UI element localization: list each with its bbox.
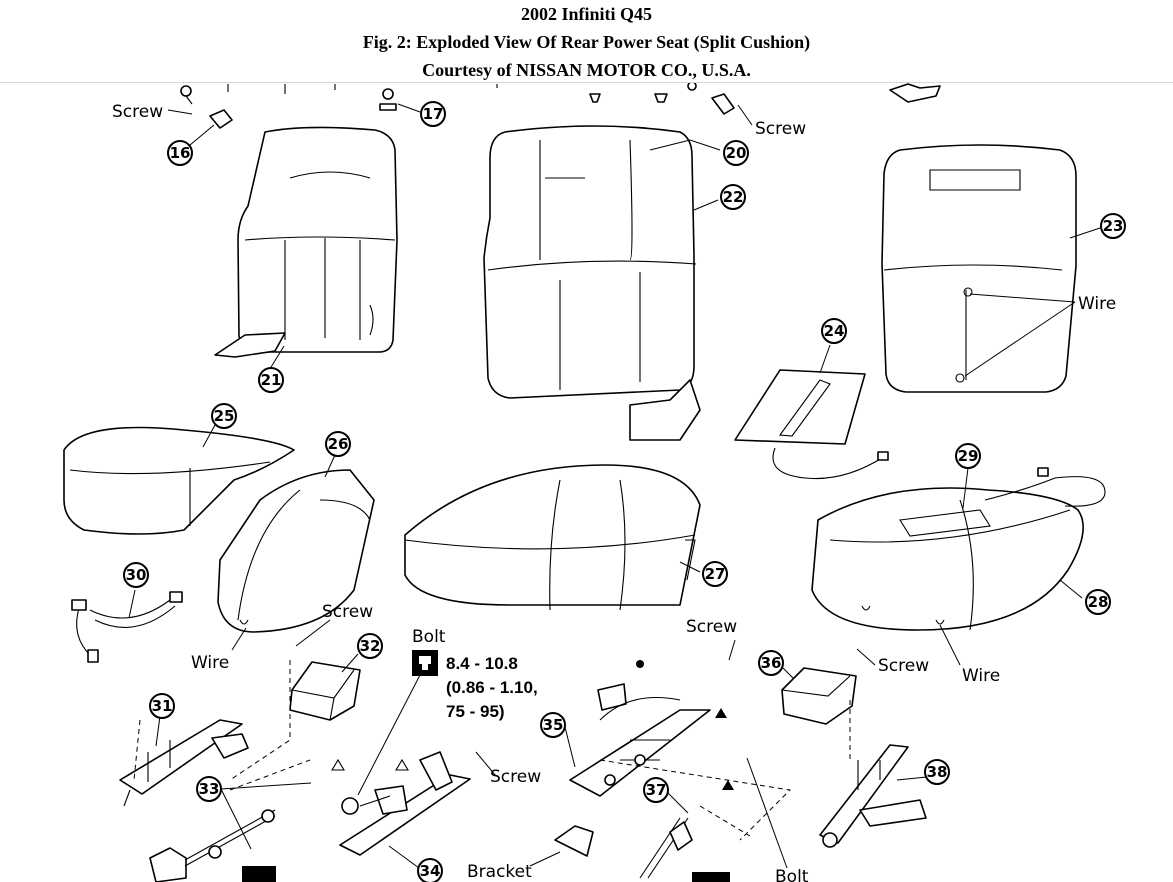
bolt-spec-icon-left <box>242 866 276 882</box>
label-screw-20: Screw <box>755 119 806 139</box>
callout-26: 26 <box>325 431 351 457</box>
figure-vehicle-title: 2002 Infiniti Q45 <box>520 4 653 24</box>
assembly-markers <box>331 660 734 790</box>
torque-spec: 8.4 - 10.8 (0.86 - 1.10, 75 - 95) <box>412 650 538 721</box>
callout-29: 29 <box>955 443 981 469</box>
part-23-seatback-right <box>881 144 1077 393</box>
part-31-seat-rail <box>119 719 249 807</box>
assembly-dashed-lines <box>133 660 851 841</box>
callout-35: 35 <box>540 712 566 738</box>
label-bolt-spec: Bolt <box>412 627 446 647</box>
part-26-cushion-pad <box>217 469 375 633</box>
part-24-heater-mat <box>734 369 889 480</box>
label-wire-28: Wire <box>962 666 1000 686</box>
callout-34: 34 <box>417 858 443 882</box>
bolt-spec-icon-right <box>692 872 730 882</box>
callout-27: 27 <box>702 561 728 587</box>
torque-spec-line2: (0.86 - 1.10, <box>446 678 538 697</box>
part-28-seat-cushion-right <box>811 467 1106 631</box>
callout-36-number: 36 <box>761 654 782 672</box>
part-36-module <box>781 667 857 725</box>
callout-16-number: 16 <box>170 144 191 162</box>
label-screw-35: Screw <box>686 617 737 637</box>
callout-38-number: 38 <box>927 763 948 781</box>
callout-20: 20 <box>723 140 749 166</box>
part-38-seat-rail-right <box>819 744 927 848</box>
callout-21: 21 <box>258 367 284 393</box>
header-divider <box>0 82 1173 83</box>
callout-31-number: 31 <box>152 697 173 715</box>
part-32-control-unit <box>289 661 361 721</box>
label-screw-16: Screw <box>112 102 163 122</box>
label-bracket: Bracket <box>467 862 532 882</box>
callout-29-number: 29 <box>958 447 979 465</box>
callout-33: 33 <box>196 776 222 802</box>
callout-38: 38 <box>924 759 950 785</box>
bracket-part <box>554 825 594 857</box>
callout-28-number: 28 <box>1088 593 1109 611</box>
part-33-motor-assembly <box>149 809 276 882</box>
part-37-motor <box>639 817 693 879</box>
exploded-view-diagram: Screw Screw Wire Screw Wire Bolt Screw S… <box>63 83 1126 882</box>
callout-33-number: 33 <box>199 780 220 798</box>
part-22-seatback-center <box>483 125 701 441</box>
callout-22-number: 22 <box>723 188 744 206</box>
callout-20-number: 20 <box>726 144 747 162</box>
wire-connector-symbols <box>239 605 945 625</box>
torque-spec-line3: 75 - 95) <box>446 702 505 721</box>
callout-30: 30 <box>123 562 149 588</box>
callout-35-number: 35 <box>543 716 564 734</box>
label-bolt-bottom: Bolt <box>775 867 809 882</box>
callout-37-number: 37 <box>646 781 667 799</box>
callout-27-number: 27 <box>705 565 726 583</box>
callout-17-number: 17 <box>423 105 444 123</box>
label-wire-23: Wire <box>1078 294 1116 314</box>
part-27-seat-cushion-center <box>404 464 701 611</box>
figure-courtesy: Courtesy of NISSAN MOTOR CO., U.S.A. <box>422 60 751 80</box>
callout-37: 37 <box>643 777 669 803</box>
callout-23-number: 23 <box>1103 217 1124 235</box>
torque-spec-line1: 8.4 - 10.8 <box>446 654 518 673</box>
callout-31: 31 <box>149 693 175 719</box>
callout-32-number: 32 <box>360 637 381 655</box>
callout-23: 23 <box>1100 213 1126 239</box>
callout-32: 32 <box>357 633 383 659</box>
part-35-rail-bracket <box>569 683 711 797</box>
callout-22: 22 <box>720 184 746 210</box>
callout-24: 24 <box>821 318 847 344</box>
callout-16: 16 <box>167 140 193 166</box>
label-wire-26: Wire <box>191 653 229 673</box>
callout-26-number: 26 <box>328 435 349 453</box>
callout-21-number: 21 <box>261 371 282 389</box>
callout-25: 25 <box>211 403 237 429</box>
callout-30-number: 30 <box>126 566 147 584</box>
part-34-seat-rail-center <box>339 751 471 856</box>
figure-caption: Fig. 2: Exploded View Of Rear Power Seat… <box>362 32 811 52</box>
top-fasteners <box>180 83 941 129</box>
callout-17: 17 <box>420 101 446 127</box>
callout-24-number: 24 <box>824 322 845 340</box>
label-screw-34: Screw <box>490 767 541 787</box>
part-30-wire-harness <box>71 591 183 663</box>
label-screw-32: Screw <box>322 602 373 622</box>
callout-36: 36 <box>758 650 784 676</box>
callout-28: 28 <box>1085 589 1111 615</box>
callout-34-number: 34 <box>420 862 441 880</box>
part-21-seatback-left <box>214 126 398 358</box>
label-screw-36: Screw <box>878 656 929 676</box>
callout-25-number: 25 <box>214 407 235 425</box>
part-25-seat-cushion <box>63 426 295 535</box>
